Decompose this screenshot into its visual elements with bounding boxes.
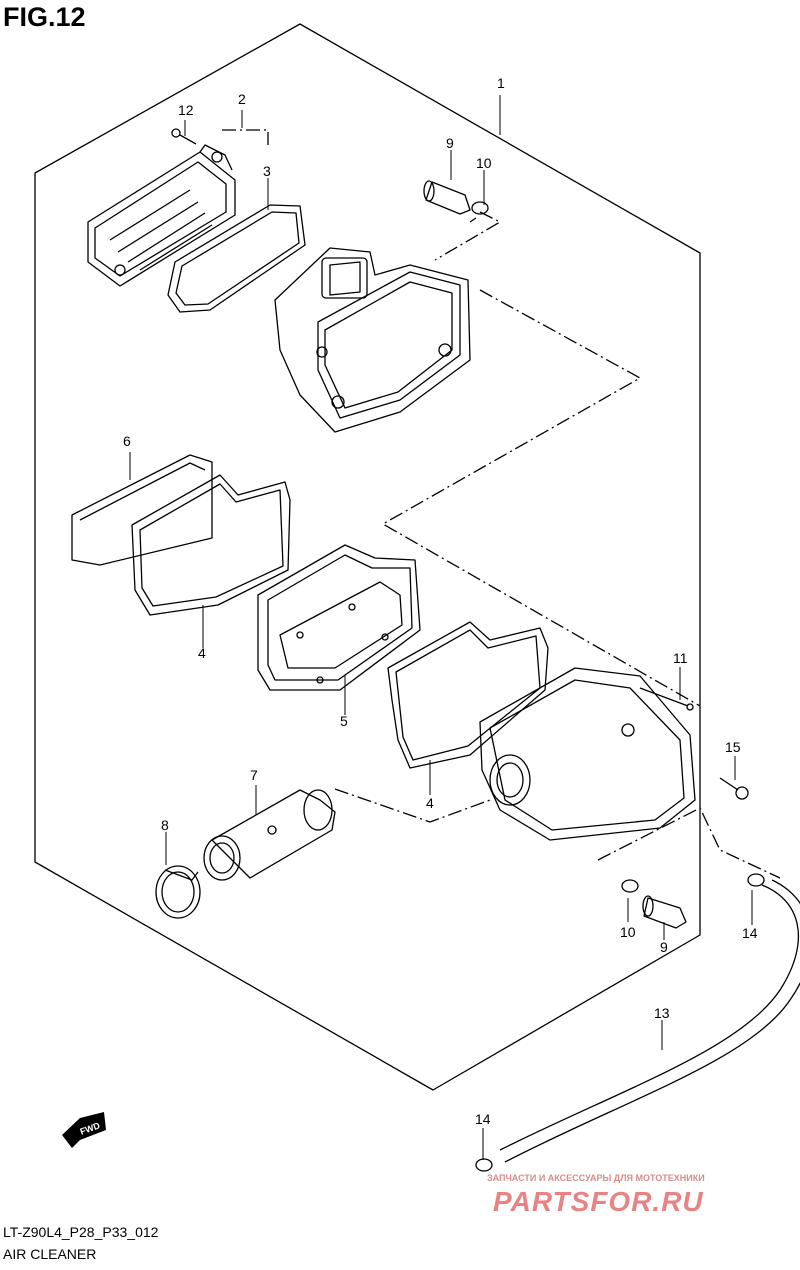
callout: 11 — [673, 650, 688, 666]
part-clip-14-upper — [747, 873, 765, 887]
callout: 2 — [238, 91, 246, 107]
callouts: 1 2 3 4 4 5 6 7 8 9 9 10 10 11 12 13 14 … — [123, 75, 758, 1127]
part-cover — [87, 144, 236, 287]
watermark-logo: PARTSFOR.RU — [493, 1186, 704, 1217]
callout: 4 — [198, 645, 206, 661]
part-plug-lower — [642, 895, 687, 929]
part-plug-upper — [423, 180, 471, 215]
part-clamp — [155, 865, 201, 919]
part-hose — [499, 879, 800, 1163]
part-element — [257, 544, 421, 691]
fwd-arrow-icon: FWD — [62, 1112, 106, 1148]
watermark-tagline: ЗАПЧАСТИ И АКСЕССУАРЫ ДЛЯ МОТОТЕХНИКИ — [487, 1173, 705, 1183]
callout: 14 — [742, 925, 758, 941]
figure-title: FIG.12 — [3, 2, 86, 32]
guide-lines — [222, 129, 781, 879]
callout: 12 — [178, 102, 194, 118]
part-clip-upper — [469, 201, 489, 223]
callout: 10 — [476, 155, 492, 171]
part-gasket-4-upper — [131, 474, 291, 616]
part-clip-14-lower — [475, 1158, 493, 1172]
callout: 13 — [654, 1005, 670, 1021]
callout: 9 — [446, 135, 454, 151]
part-gasket-3 — [167, 204, 306, 313]
callout: 14 — [475, 1111, 491, 1127]
diagram-name: AIR CLEANER — [3, 1246, 97, 1262]
diagram-code: LT-Z90L4_P28_P33_012 — [3, 1224, 159, 1240]
part-clip-lower — [621, 879, 639, 893]
part-screw-12 — [171, 128, 197, 145]
assembly-frame — [34, 23, 701, 1091]
callout: 7 — [250, 767, 258, 783]
part-bolt-15 — [719, 777, 749, 800]
leader-lines — [129, 95, 753, 1160]
callout: 9 — [660, 939, 668, 955]
callout: 8 — [161, 817, 169, 833]
callout: 1 — [497, 75, 505, 91]
callout: 10 — [620, 924, 636, 940]
part-screw-11 — [639, 687, 694, 711]
callout: 15 — [725, 739, 741, 755]
callout: 3 — [263, 163, 271, 179]
part-filter — [71, 454, 213, 566]
part-gasket-4-lower — [387, 621, 549, 769]
part-case-upper — [274, 247, 471, 433]
part-case-lower — [479, 667, 696, 841]
callout: 5 — [340, 713, 348, 729]
callout: 4 — [426, 795, 434, 811]
part-duct — [203, 789, 336, 881]
callout: 6 — [123, 433, 131, 449]
